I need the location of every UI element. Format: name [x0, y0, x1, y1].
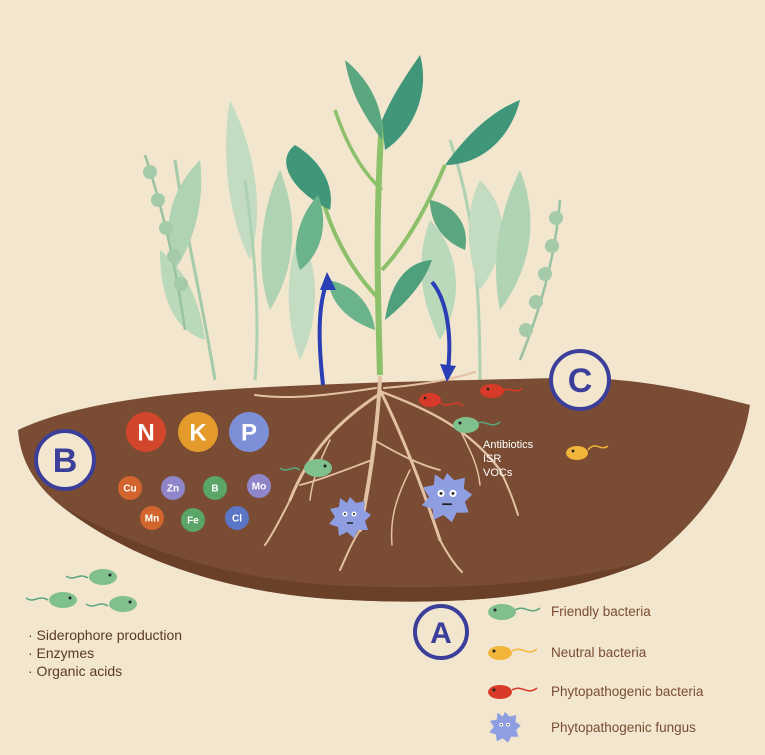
legend-pathogenic-icon	[488, 685, 538, 699]
legend-fungus-label: Phytopathogenic fungus	[551, 720, 696, 735]
friendly-bacterium	[65, 569, 117, 585]
fungus	[329, 497, 371, 538]
micronutrient-mo: Mo	[247, 474, 271, 498]
micronutrient-cl-disc	[225, 506, 249, 530]
soil-shadow	[60, 505, 650, 602]
micronutrient-zn: Zn	[161, 476, 185, 500]
mechanism-vocs: VOCs	[483, 467, 513, 479]
friendly-bacterium	[85, 596, 137, 612]
arrow-up-icon	[320, 272, 336, 290]
micronutrient-zn-disc	[161, 476, 185, 500]
legend-friendly-icon	[488, 604, 541, 620]
friendly-bacterium	[453, 417, 501, 433]
macronutrient-p-disc	[229, 412, 269, 452]
label-b: B	[34, 429, 96, 491]
micronutrient-cl: Cl	[225, 506, 249, 530]
micronutrient-fe-symbol: Fe	[187, 516, 199, 527]
micronutrient-mo-symbol: Mo	[252, 482, 266, 493]
mechanism-organic-acids: · Organic acids	[28, 663, 122, 679]
macronutrient-n-symbol: N	[137, 420, 154, 447]
micronutrient-mn-disc	[140, 506, 164, 530]
label-b-text: B	[53, 442, 78, 480]
micronutrient-mo-disc	[247, 474, 271, 498]
macronutrient-k-symbol: K	[189, 420, 207, 447]
macronutrient-p: P	[229, 412, 269, 452]
micronutrient-cu-disc	[118, 476, 142, 500]
soil-organisms	[279, 384, 609, 538]
macronutrient-n: N	[126, 412, 166, 452]
arrow-down-icon	[440, 364, 456, 382]
mechanisms-b: · Siderophore production · Enzymes · Org…	[28, 627, 182, 679]
mechanism-isr: ISR	[483, 453, 501, 465]
pathogenic-bacterium	[419, 393, 464, 407]
main-plant	[286, 55, 520, 376]
pathogenic-bacterium	[480, 384, 523, 398]
macronutrient-k-disc	[178, 412, 218, 452]
roots	[254, 371, 519, 573]
micronutrient-cu: Cu	[118, 476, 142, 500]
legend-friendly-label: Friendly bacteria	[551, 604, 651, 619]
micronutrient-cu-symbol: Cu	[123, 484, 136, 495]
micronutrient-mn-symbol: Mn	[145, 514, 159, 525]
micronutrient-fe: Fe	[181, 508, 205, 532]
mechanism-enzymes: · Enzymes	[28, 645, 94, 661]
macronutrient-k: K	[178, 412, 218, 452]
label-c: C	[549, 349, 611, 411]
mechanism-siderophore: · Siderophore production	[28, 627, 182, 643]
mechanism-antibiotics: Antibiotics	[483, 439, 534, 451]
fungus	[421, 473, 473, 523]
legend-fungus-icon	[489, 712, 521, 743]
micronutrient-b-disc	[203, 476, 227, 500]
neutral-bacterium	[566, 445, 609, 460]
friendly-bacterium	[25, 592, 77, 608]
micronutrient-fe-disc	[181, 508, 205, 532]
legend-neutral-label: Neutral bacteria	[551, 645, 647, 660]
micronutrient-zn-symbol: Zn	[167, 484, 179, 495]
macronutrient-p-symbol: P	[241, 420, 257, 447]
micronutrient-cl-symbol: Cl	[232, 514, 242, 525]
label-c-text: C	[568, 362, 593, 400]
micronutrient-mn: Mn	[140, 506, 164, 530]
exchange-arrows	[317, 272, 456, 386]
background-plants	[143, 100, 563, 381]
friendly-bacteria-group	[25, 569, 137, 612]
mechanisms-c: Antibiotics ISR VOCs	[483, 439, 534, 479]
label-a-text: A	[430, 617, 452, 650]
legend: Friendly bacteria Neutral bacteria Phyto…	[488, 604, 704, 743]
micronutrient-b-symbol: B	[211, 484, 218, 495]
friendly-bacterium	[279, 459, 332, 477]
micronutrient-b: B	[203, 476, 227, 500]
macronutrient-n-disc	[126, 412, 166, 452]
legend-pathogenic-label: Phytopathogenic bacteria	[551, 684, 704, 699]
legend-neutral-icon	[488, 646, 538, 660]
label-a: A	[413, 604, 469, 660]
